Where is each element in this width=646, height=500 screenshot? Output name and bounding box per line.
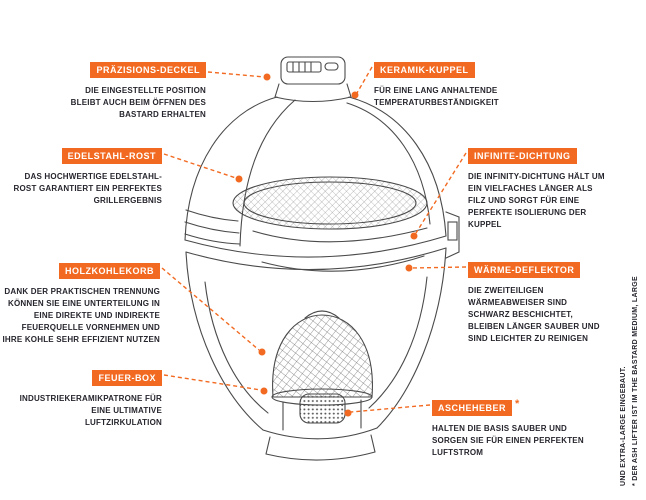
callout-description: DAS HOCHWERTIGE EDELSTAHL-ROST GARANTIER… <box>13 172 162 205</box>
callout-description: DIE ZWEITEILIGEN WÄRMEABWEISER SIND SCHW… <box>468 286 600 343</box>
callout-description: FÜR EINE LANG ANHALTENDE TEMPERATURBESTÄ… <box>374 86 499 107</box>
callout-label: HOLZKOHLEKORB <box>59 263 160 279</box>
lid-vent-drawing <box>274 56 352 102</box>
firebox-drawing <box>299 393 346 424</box>
callout-feuer-box: FEUER-BOX INDUSTRIEKERAMIKPATRONE FÜR EI… <box>12 368 162 429</box>
callout-description: HALTEN DIE BASIS SAUBER UND SORGEN SIE F… <box>432 424 584 457</box>
callout-label: WÄRME-DEFLEKTOR <box>468 262 581 278</box>
callout-description: DANK DER PRAKTISCHEN TRENNUNG KÖNNEN SIE… <box>2 287 160 344</box>
callout-label: PRÄZISIONS-DECKEL <box>90 62 206 78</box>
grill-grate-drawing <box>232 176 428 230</box>
callout-waerme-deflektor: WÄRME-DEFLEKTOR DIE ZWEITEILIGEN WÄRMEAB… <box>468 260 608 345</box>
lower-body-drawing <box>185 247 447 461</box>
callout-keramik-kuppel: KERAMIK-KUPPEL FÜR EINE LANG ANHALTENDE … <box>374 60 514 109</box>
callout-label: KERAMIK-KUPPEL <box>374 62 475 78</box>
callout-label: FEUER-BOX <box>92 370 162 386</box>
callout-holzkohlekorb: HOLZKOHLEKORB DANK DER PRAKTISCHEN TRENN… <box>2 261 160 346</box>
connector-dots <box>235 73 418 417</box>
callout-edelstahl-rost: EDELSTAHL-ROST DAS HOCHWERTIGE EDELSTAHL… <box>4 146 162 207</box>
connector-lines <box>161 66 467 413</box>
callout-description: DIE EINGESTELLTE POSITION BLEIBT AUCH BE… <box>70 86 206 119</box>
callout-praezisions-deckel: PRÄZISIONS-DECKEL DIE EINGESTELLTE POSIT… <box>56 60 206 121</box>
callout-label: EDELSTAHL-ROST <box>61 148 162 164</box>
footnote: * DER ASH LIFTER IST IM THE BASTARD MEDI… <box>620 276 640 486</box>
callout-ascheheber: ASCHEHEBER* HALTEN DIE BASIS SAUBER UND … <box>432 398 584 459</box>
callout-label: ASCHEHEBER <box>432 400 513 416</box>
callout-label: INFINITE-DICHTUNG <box>468 148 577 164</box>
callout-connectors <box>161 66 467 417</box>
callout-description: INDUSTRIEKERAMIKPATRONE FÜR EINE ULTIMAT… <box>19 394 162 427</box>
footnote-asterisk: * <box>515 398 520 410</box>
charcoal-basket-drawing <box>271 310 373 406</box>
rim-and-deflector-drawing <box>184 211 460 272</box>
callout-description: DIE INFINITY-DICHTUNG HÄLT UM EIN VIELFA… <box>468 172 605 229</box>
callout-infinite-dichtung: INFINITE-DICHTUNG DIE INFINITY-DICHTUNG … <box>468 146 608 231</box>
callout-label-row: ASCHEHEBER* <box>432 398 520 416</box>
